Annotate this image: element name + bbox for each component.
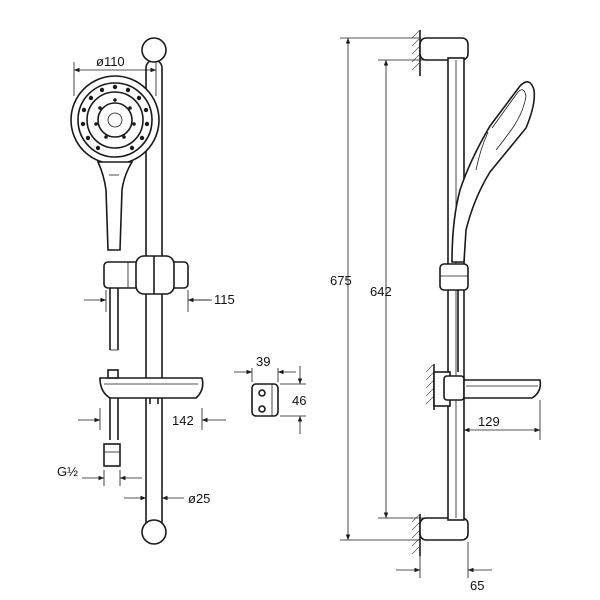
dim-overall-height: 675 bbox=[330, 273, 352, 288]
side-soap-dish bbox=[433, 371, 542, 407]
dim-head-diameter: ø110 bbox=[96, 54, 125, 69]
rail-top-end-cap bbox=[141, 37, 167, 63]
dim-rail-diameter: ø25 bbox=[188, 491, 210, 506]
soap-dish bbox=[99, 369, 204, 404]
dim-holder-height: 46 bbox=[292, 393, 306, 408]
front-view bbox=[70, 37, 204, 545]
rail-bottom-end-cap bbox=[141, 519, 167, 545]
shower-hose bbox=[109, 288, 119, 350]
top-wall-bracket bbox=[419, 37, 469, 61]
wall-holder-detail: 39 46 bbox=[234, 354, 306, 434]
dim-slider-offset: 115 bbox=[214, 292, 235, 307]
dim-soap-dish-width: 142 bbox=[172, 413, 194, 428]
hand-shower-handle bbox=[96, 161, 134, 251]
side-slider bbox=[439, 263, 469, 291]
hand-shower-head bbox=[70, 75, 160, 165]
front-dimensions: ø110 115 142 G½ ø25 bbox=[57, 54, 235, 506]
nozzle-pattern bbox=[80, 84, 150, 151]
dim-holder-width: 39 bbox=[256, 354, 270, 369]
dim-wall-offset: 65 bbox=[470, 578, 484, 593]
slider-bracket bbox=[103, 255, 189, 295]
side-view bbox=[411, 29, 542, 556]
dim-dish-projection: 129 bbox=[478, 414, 500, 429]
side-dimensions: 675 642 129 65 bbox=[330, 37, 541, 593]
hose-connector bbox=[103, 443, 121, 467]
dim-inlet-thread: G½ bbox=[57, 464, 78, 479]
dim-bracket-spacing: 642 bbox=[370, 284, 392, 299]
bottom-wall-bracket bbox=[419, 517, 469, 541]
